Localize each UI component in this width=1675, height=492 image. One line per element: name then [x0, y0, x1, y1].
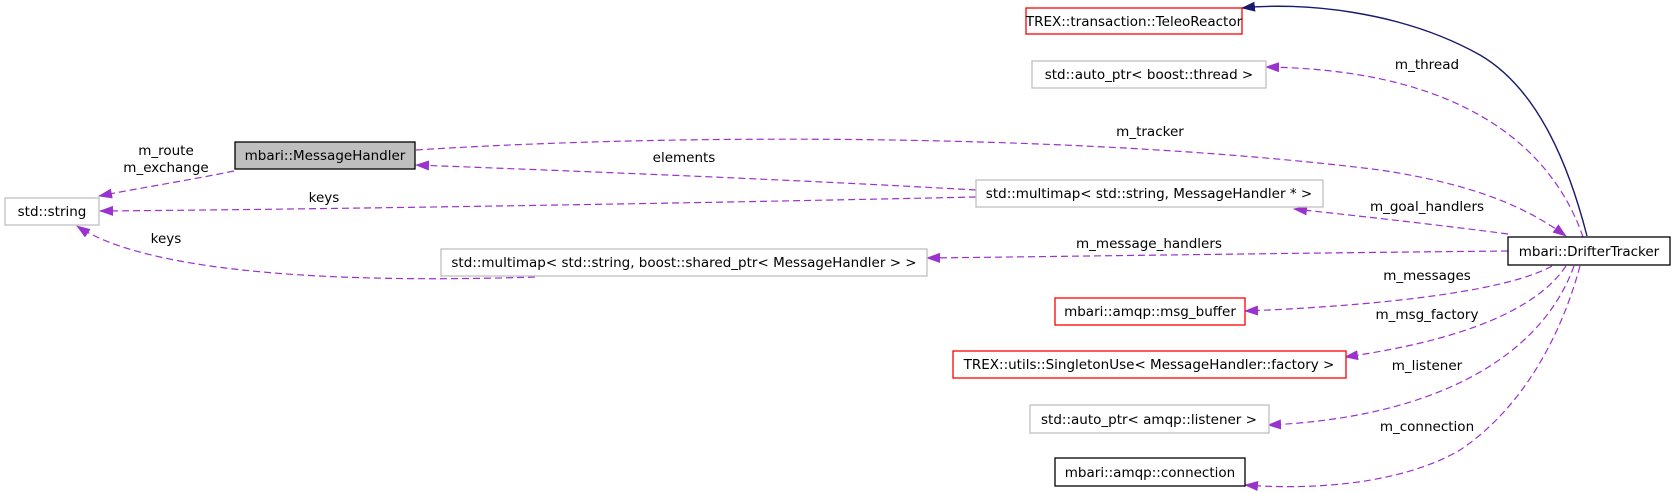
edge-inheritance-teleo-reactor: [1241, 1, 1588, 237]
label-keys-bottom: keys: [151, 231, 182, 247]
node-message-handler-label: mbari::MessageHandler: [245, 148, 406, 164]
node-std-string-label: std::string: [18, 204, 87, 220]
node-singleton-use-label: TREX::utils::SingletonUse< MessageHandle…: [963, 357, 1335, 373]
label-m-listener: m_listener: [1392, 358, 1463, 374]
node-multimap-shared[interactable]: std::multimap< std::string, boost::share…: [440, 248, 928, 277]
node-connection[interactable]: mbari::amqp::connection: [1054, 457, 1246, 487]
edge-m-messages: [1244, 265, 1553, 316]
node-multimap-ptr-label: std::multimap< std::string, MessageHandl…: [986, 186, 1312, 202]
node-multimap-ptr[interactable]: std::multimap< std::string, MessageHandl…: [975, 179, 1324, 208]
node-auto-ptr-thread[interactable]: std::auto_ptr< boost::thread >: [1031, 60, 1267, 89]
node-auto-ptr-listener[interactable]: std::auto_ptr< amqp::listener >: [1029, 404, 1270, 434]
node-auto-ptr-thread-label: std::auto_ptr< boost::thread >: [1045, 67, 1254, 83]
edge-keys-top: [99, 196, 977, 216]
label-m-thread: m_thread: [1395, 57, 1459, 73]
node-connection-label: mbari::amqp::connection: [1065, 465, 1235, 481]
label-m-tracker: m_tracker: [1116, 124, 1184, 140]
node-std-string[interactable]: std::string: [4, 197, 100, 226]
edge-keys-bottom: [76, 225, 536, 280]
node-msg-buffer-label: mbari::amqp::msg_buffer: [1064, 304, 1236, 320]
node-msg-buffer[interactable]: mbari::amqp::msg_buffer: [1054, 297, 1246, 326]
edge-m-route-exchange: [98, 170, 235, 199]
node-auto-ptr-listener-label: std::auto_ptr< amqp::listener >: [1041, 412, 1257, 428]
label-elements: elements: [653, 150, 716, 166]
label-m-route: m_route: [138, 143, 194, 159]
label-m-connection: m_connection: [1380, 419, 1474, 435]
node-message-handler[interactable]: mbari::MessageHandler: [234, 141, 416, 170]
edge-m-msg-factory: [1344, 265, 1567, 361]
label-m-messages: m_messages: [1383, 268, 1471, 284]
label-m-message-handlers: m_message_handlers: [1076, 236, 1222, 252]
node-multimap-shared-label: std::multimap< std::string, boost::share…: [451, 255, 916, 271]
label-m-exchange: m_exchange: [123, 160, 208, 176]
edge-m-thread: [1265, 62, 1584, 238]
edge-m-goal-handlers: [1293, 205, 1509, 235]
node-singleton-use[interactable]: TREX::utils::SingletonUse< MessageHandle…: [952, 350, 1347, 379]
label-m-goal-handlers: m_goal_handlers: [1370, 199, 1484, 215]
edge-m-connection: [1244, 265, 1581, 491]
node-drifter-tracker-label: mbari::DrifterTracker: [1519, 244, 1660, 260]
edge-m-listener: [1267, 265, 1575, 430]
node-teleo-reactor-label: TREX::transaction::TeleoReactor: [1025, 14, 1243, 30]
label-keys-top: keys: [309, 190, 340, 206]
edge-elements: [415, 160, 977, 191]
label-m-msg-factory: m_msg_factory: [1376, 307, 1479, 323]
node-teleo-reactor[interactable]: TREX::transaction::TeleoReactor: [1025, 7, 1243, 35]
edge-m-tracker: [415, 138, 1567, 237]
edge-m-message-handlers: [926, 250, 1509, 263]
node-drifter-tracker[interactable]: mbari::DrifterTracker: [1507, 236, 1671, 266]
